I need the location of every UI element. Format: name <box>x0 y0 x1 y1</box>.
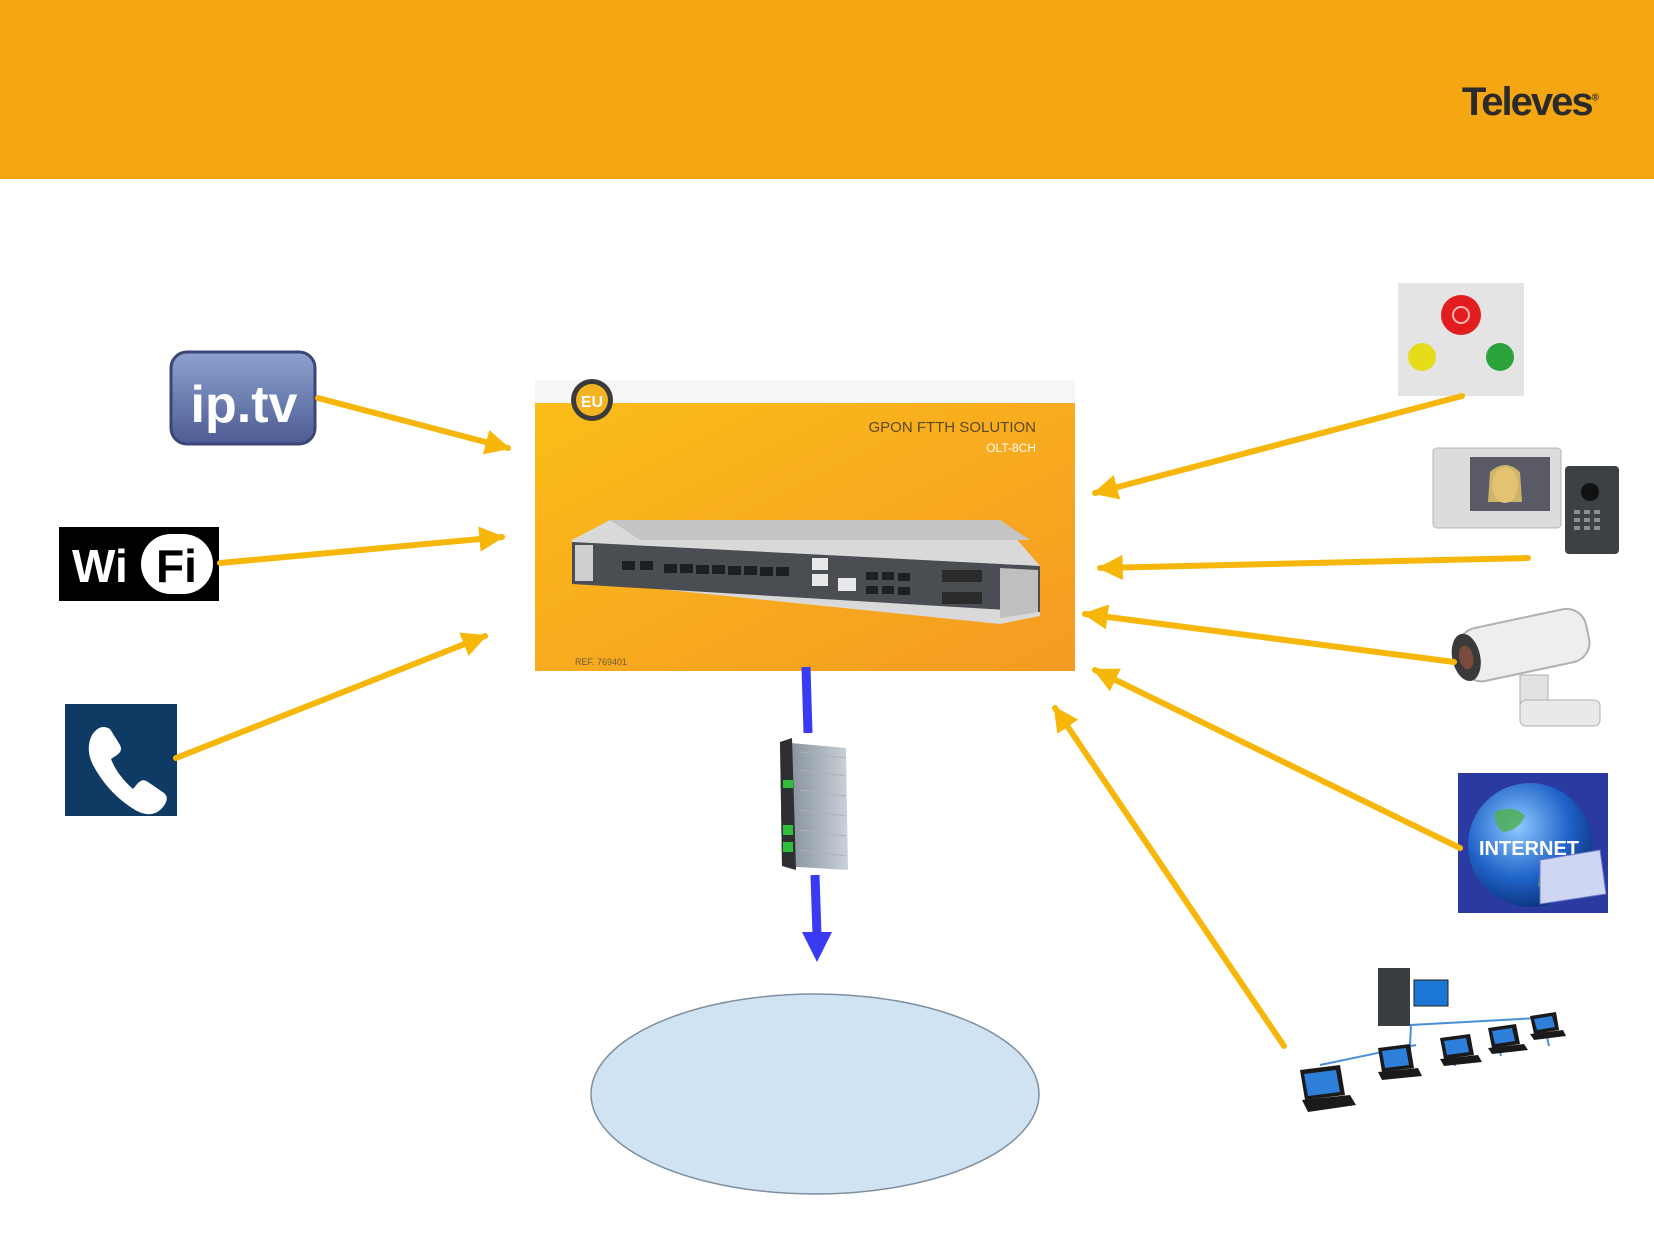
alarm-buttons-icon <box>1398 283 1524 396</box>
arrow-camera <box>1082 604 1457 665</box>
svg-text:ip.tv: ip.tv <box>191 376 298 434</box>
fiber-network-ellipse <box>590 993 1040 1195</box>
downlink-arrow <box>801 666 832 962</box>
brand-name: Televes <box>1461 80 1594 124</box>
iptv-label-ip: ip <box>191 376 237 434</box>
arrow-lan <box>1052 705 1287 1049</box>
service-arrows <box>173 393 1531 1049</box>
arrow-internet <box>1092 667 1463 851</box>
wifi-label-wi: Wi <box>72 540 128 592</box>
olt-title: GPON FTTH SOLUTION <box>868 419 1036 436</box>
security-camera-icon <box>1451 607 1601 727</box>
arrow-intercom <box>1097 554 1531 581</box>
header-banner: Televes® <box>0 0 1654 179</box>
made-in-eu-badge: EU <box>571 379 613 421</box>
iptv-logo: ip.tv <box>169 350 317 446</box>
optical-splitter-module <box>780 738 848 870</box>
computer-network-icon <box>1300 968 1566 1112</box>
video-intercom-icon <box>1432 447 1619 554</box>
eu-badge-label: EU <box>581 394 603 411</box>
iptv-label-tv: tv <box>251 376 297 434</box>
globe-icon: INTERNET <box>1458 773 1608 913</box>
arrow-wifi <box>217 526 505 566</box>
internet-label: INTERNET <box>1479 838 1579 860</box>
olt-sfp-ports <box>622 558 982 604</box>
arrow-phone <box>173 632 488 761</box>
arrow-iptv <box>315 395 511 455</box>
arrow-alarm <box>1092 393 1465 500</box>
wifi-logo: Wi Fi <box>59 527 219 601</box>
olt-reference: REF. 769401 <box>575 657 627 667</box>
phone-icon <box>65 704 177 816</box>
televes-logo: Televes® <box>1461 80 1599 124</box>
olt-model: OLT-8CH <box>986 441 1036 455</box>
olt-rack-unit <box>572 520 1040 624</box>
olt-device-panel: EU GPON FTTH SOLUTION OLT-8CH REF. 76940… <box>535 379 1075 671</box>
wifi-label-fi: Fi <box>156 540 197 592</box>
